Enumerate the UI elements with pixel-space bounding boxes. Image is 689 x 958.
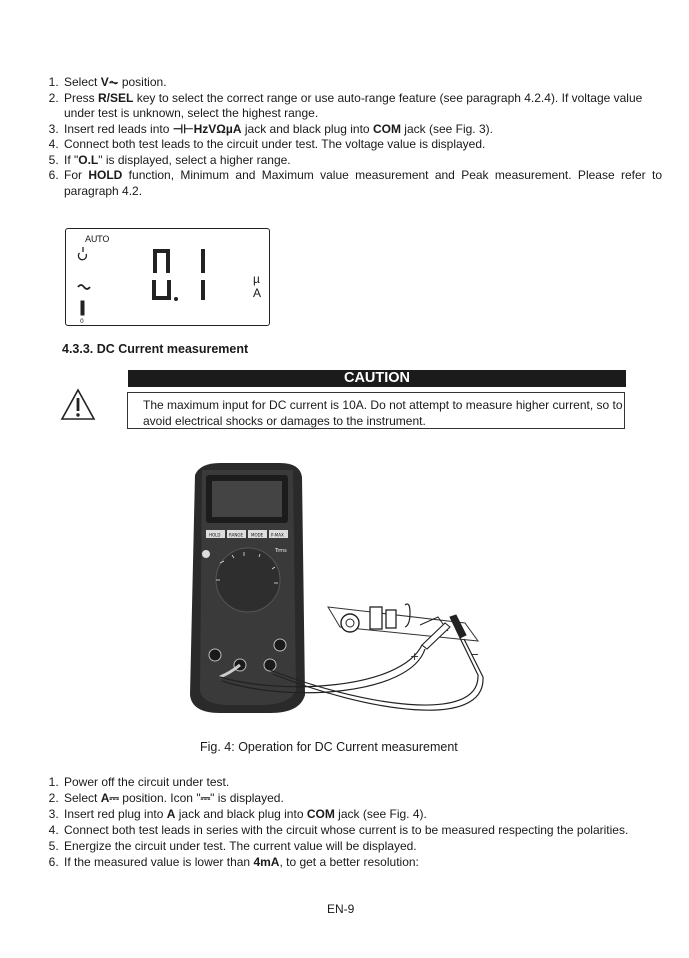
plus-sign: + [410,650,419,663]
lcd-segments: 0 [77,247,205,325]
lcd-display: AUTO 0 µ [65,228,270,326]
svg-text:HOLD: HOLD [209,533,220,538]
dc-step: Select A⎓ position. Icon "⎓" is displaye… [62,791,662,807]
intro-step: Select V⏦ position. [62,75,662,91]
dc-step: Energize the circuit under test. The cur… [62,839,662,855]
intro-step: For HOLD function, Minimum and Maximum v… [62,168,662,199]
dc-step: Connect both test leads in series with t… [62,823,662,839]
function-buttons: HOLD RANGE MODE P-MAX [206,530,288,538]
unit-label: µ A [253,272,262,300]
test-leads [219,614,484,711]
intro-step: If "O.L" is displayed, select a higher r… [62,153,662,169]
caution-text: The maximum input for DC current is 10A.… [127,392,625,429]
svg-text:RANGE: RANGE [229,533,243,538]
caution-title: CAUTION [128,370,626,387]
figure-caption: Fig. 4: Operation for DC Current measure… [200,740,458,754]
svg-text:MODE: MODE [251,533,264,538]
intro-step: Press R/SEL key to select the correct ra… [62,91,662,122]
page-number: EN-9 [327,902,355,916]
dc-current-figure: HOLD RANGE MODE P-MAX Trms [190,463,484,713]
intro-step-list: Select V⏦ position. Press R/SEL key to s… [40,75,662,199]
auto-indicator: AUTO [85,235,110,245]
ac-wave-icon [77,284,91,290]
decimal-point [174,297,178,301]
circuit-board-image: + − [327,603,479,663]
intro-step: Connect both test leads to the circuit u… [62,137,662,153]
digit-one [201,249,205,300]
intro-step: Insert red leads into ⊣⊢HzVΩµA jack and … [62,122,662,138]
svg-text:0: 0 [80,318,84,325]
digit-zero [152,249,171,300]
dc-step: If the measured value is lower than 4mA,… [62,855,662,871]
dc-step: Power off the circuit under test. [62,775,662,791]
minus-sign: − [470,648,479,661]
multimeter-image: HOLD RANGE MODE P-MAX Trms [190,463,305,713]
section-heading: 4.3.3. DC Current measurement [62,342,249,356]
svg-text:P-MAX: P-MAX [271,533,284,538]
power-off-icon [77,247,88,261]
dc-step-list: Power off the circuit under test. Select… [40,775,662,872]
bargraph-icon: 0 [80,300,85,325]
dc-step: Insert red plug into A jack and black pl… [62,807,662,823]
warning-triangle-icon [60,388,96,420]
dial-label: Trms [274,548,287,554]
